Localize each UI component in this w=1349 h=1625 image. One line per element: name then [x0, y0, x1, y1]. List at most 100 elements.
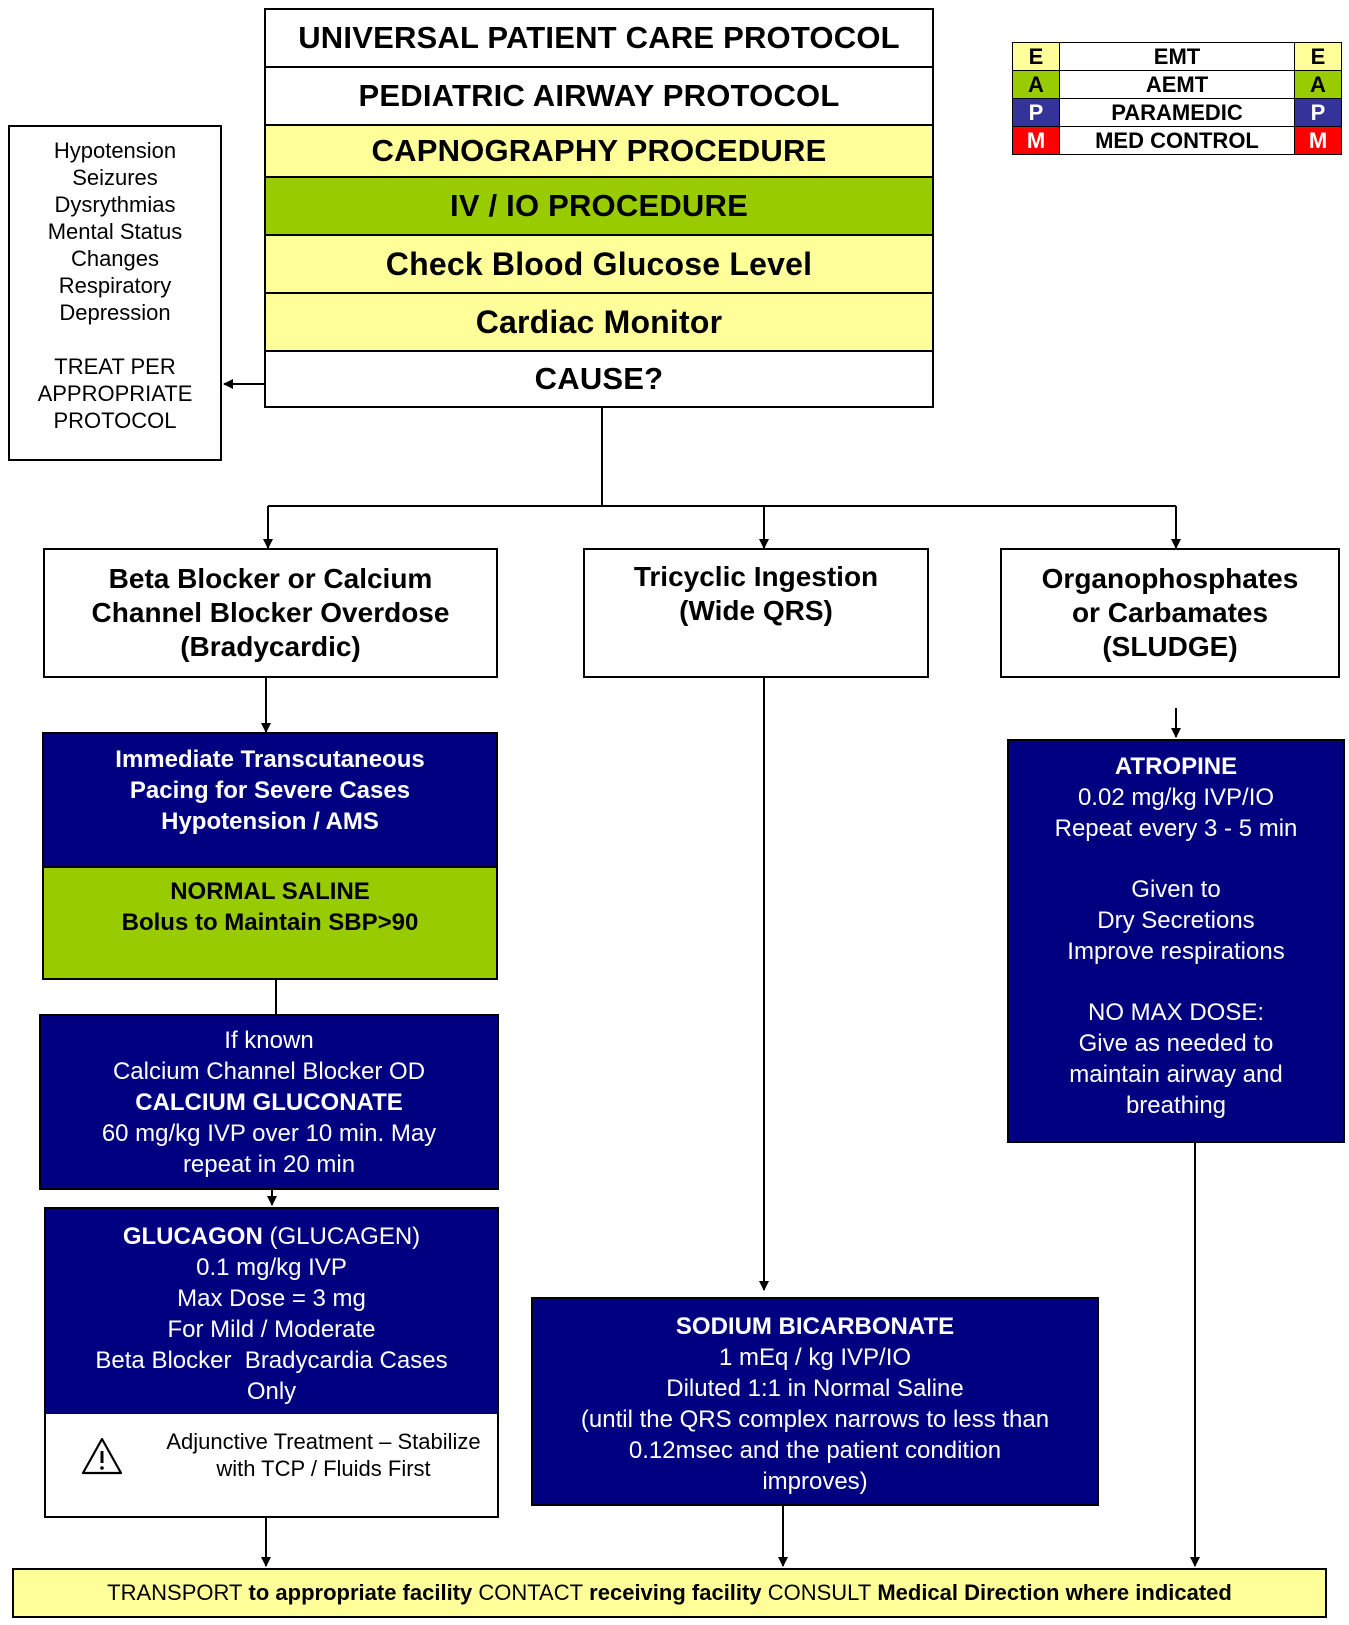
legend-label-paramedic: PARAMEDIC [1059, 98, 1295, 127]
warning-triangle-icon [81, 1437, 123, 1475]
calcium-gluconate-box: If known Calcium Channel Blocker OD CALC… [39, 1014, 499, 1190]
calcium-post-line-1: 60 mg/kg IVP over 10 min. May [101, 1119, 437, 1147]
beta-blocker-line-3: (Bradycardic) [180, 631, 361, 662]
side-conditions-box: Hypotension Seizures Dysrythmias Mental … [8, 125, 222, 461]
legend-key-e-left: E [1012, 42, 1060, 71]
side-condition-4: Mental Status [47, 219, 183, 244]
calcium-pre-line-1: If known [224, 1026, 314, 1054]
universal-protocol-label: UNIVERSAL PATIENT CARE PROTOCOL [298, 20, 900, 55]
glucagon-line-2: Max Dose = 3 mg [177, 1285, 366, 1312]
beta-blocker-line-1: Beta Blocker or Calcium [108, 563, 433, 594]
glucagon-drug-name: GLUCAGON [122, 1223, 263, 1250]
normal-saline-line-1: NORMAL SALINE [170, 878, 370, 905]
legend-row-emt: E EMT E [1012, 42, 1342, 71]
capnography-label: CAPNOGRAPHY PROCEDURE [371, 133, 827, 168]
glucagon-line-4: Beta Blocker Bradycardia Cases [95, 1347, 448, 1374]
legend-row-aemt: A AEMT A [1012, 70, 1342, 99]
normal-saline-line-2: Bolus to Maintain SBP>90 [121, 909, 419, 936]
legend-key-a-left: A [1012, 70, 1060, 99]
tricyclic-line-2: (Wide QRS) [679, 595, 833, 626]
legend-key-m-left: M [1012, 126, 1060, 155]
legend-row-med-control: M MED CONTROL M [1012, 126, 1342, 155]
side-treat-3: PROTOCOL [53, 408, 177, 433]
pacing-box: Immediate Transcutaneous Pacing for Seve… [42, 732, 498, 868]
beta-blocker-line-2: Channel Blocker Overdose [91, 597, 450, 628]
cardiac-monitor-label: Cardiac Monitor [475, 303, 723, 340]
adjunctive-line-1: Adjunctive Treatment – Stabilize [166, 1429, 481, 1454]
atropine-dose-line-2: Repeat every 3 - 5 min [1054, 815, 1298, 842]
atropine-nomax-line-4: breathing [1125, 1092, 1227, 1119]
glucagon-title: GLUCAGON (GLUCAGEN) [123, 1221, 420, 1252]
contact-facility-text: receiving facility [583, 1580, 768, 1605]
organophosphates-line-2: or Carbamates [1071, 597, 1269, 628]
tricyclic-line-1: Tricyclic Ingestion [633, 561, 879, 592]
contact-word: CONTACT [478, 1580, 584, 1605]
legend-row-paramedic: P PARAMEDIC P [1012, 98, 1342, 127]
transport-word: TRANSPORT [107, 1580, 243, 1605]
beta-blocker-box: Beta Blocker or Calcium Channel Blocker … [43, 548, 498, 678]
side-condition-5: Changes [70, 246, 160, 271]
sodium-bicarbonate-line-2: Diluted 1:1 in Normal Saline [666, 1375, 964, 1402]
side-condition-2: Seizures [72, 165, 158, 190]
pacing-line-2: Pacing for Severe Cases [129, 777, 411, 804]
side-treat-2: APPROPRIATE [37, 381, 193, 406]
legend-label-aemt: AEMT [1059, 70, 1295, 99]
organophosphates-line-1: Organophosphates [1041, 563, 1299, 594]
adjunctive-treatment-box: Adjunctive Treatment – Stabilize with TC… [44, 1414, 499, 1518]
sodium-bicarbonate-line-3: (until the QRS complex narrows to less t… [580, 1406, 1050, 1433]
adjunctive-treatment-text: Adjunctive Treatment – Stabilize with TC… [151, 1428, 496, 1482]
side-condition-1: Hypotension [53, 138, 177, 163]
iv-io-box: IV / IO PROCEDURE [264, 176, 934, 236]
cause-box: CAUSE? [264, 350, 934, 408]
normal-saline-box: NORMAL SALINE Bolus to Maintain SBP>90 [42, 866, 498, 980]
pacing-line-3: Hypotension / AMS [161, 808, 379, 835]
universal-protocol-box: UNIVERSAL PATIENT CARE PROTOCOL [264, 8, 934, 68]
atropine-given-line-2: Dry Secretions [1097, 907, 1255, 934]
calcium-pre-line-2: Calcium Channel Blocker OD [112, 1057, 426, 1085]
consult-word: CONSULT [767, 1580, 872, 1605]
organophosphates-box: Organophosphates or Carbamates (SLUDGE) [1000, 548, 1340, 678]
side-treat-1: TREAT PER [54, 354, 176, 379]
legend-label-emt: EMT [1059, 42, 1295, 71]
legend-key-m-right: M [1294, 126, 1342, 155]
cause-label: CAUSE? [534, 361, 664, 396]
sodium-bicarbonate-drug-name: SODIUM BICARBONATE [675, 1313, 955, 1340]
certification-legend: E EMT E A AEMT A P PARAMEDIC P M MED CON… [1012, 42, 1342, 155]
glucagon-box: GLUCAGON (GLUCAGEN) 0.1 mg/kg IVP Max Do… [44, 1207, 499, 1416]
side-condition-6: Respiratory [58, 273, 172, 298]
legend-label-med-control: MED CONTROL [1059, 126, 1295, 155]
atropine-box: ATROPINE 0.02 mg/kg IVP/IO Repeat every … [1007, 739, 1345, 1143]
glucose-box: Check Blood Glucose Level [264, 234, 934, 294]
adjunctive-line-2: with TCP / Fluids First [216, 1456, 431, 1481]
atropine-dose-line-1: 0.02 mg/kg IVP/IO [1077, 784, 1275, 811]
transport-facility-text: to appropriate facility [242, 1580, 479, 1605]
capnography-box: CAPNOGRAPHY PROCEDURE [264, 124, 934, 178]
glucagon-line-1: 0.1 mg/kg IVP [196, 1254, 347, 1281]
legend-key-a-right: A [1294, 70, 1342, 99]
iv-io-label: IV / IO PROCEDURE [450, 188, 748, 223]
calcium-post-line-2: repeat in 20 min [182, 1150, 356, 1178]
transport-box: TRANSPORT to appropriate facility CONTAC… [12, 1568, 1327, 1618]
glucose-label: Check Blood Glucose Level [385, 245, 813, 282]
side-condition-7: Depression [59, 300, 171, 325]
atropine-given-line-3: Improve respirations [1067, 938, 1285, 965]
legend-key-e-right: E [1294, 42, 1342, 71]
calcium-drug-name: CALCIUM GLUCONATE [135, 1088, 403, 1116]
atropine-nomax-line-1: NO MAX DOSE: [1087, 999, 1265, 1026]
legend-key-p-right: P [1294, 98, 1342, 127]
atropine-given-line-1: Given to [1131, 876, 1221, 903]
sodium-bicarbonate-line-1: 1 mEq / kg IVP/IO [718, 1344, 912, 1371]
atropine-nomax-line-3: maintain airway and [1069, 1061, 1283, 1088]
tricyclic-box: Tricyclic Ingestion (Wide QRS) [583, 548, 929, 678]
atropine-nomax-line-2: Give as needed to [1078, 1030, 1274, 1057]
atropine-drug-name: ATROPINE [1114, 753, 1238, 780]
pediatric-airway-box: PEDIATRIC AIRWAY PROTOCOL [264, 66, 934, 126]
pediatric-airway-label: PEDIATRIC AIRWAY PROTOCOL [358, 78, 840, 113]
sodium-bicarbonate-box: SODIUM BICARBONATE 1 mEq / kg IVP/IO Dil… [531, 1297, 1099, 1506]
legend-key-p-left: P [1012, 98, 1060, 127]
side-condition-3: Dysrythmias [54, 192, 176, 217]
sodium-bicarbonate-line-4: 0.12msec and the patient condition [628, 1437, 1002, 1464]
glucagon-line-3: For Mild / Moderate [167, 1316, 376, 1343]
consult-direction-text: Medical Direction where indicated [871, 1580, 1232, 1605]
organophosphates-line-3: (SLUDGE) [1102, 631, 1238, 662]
